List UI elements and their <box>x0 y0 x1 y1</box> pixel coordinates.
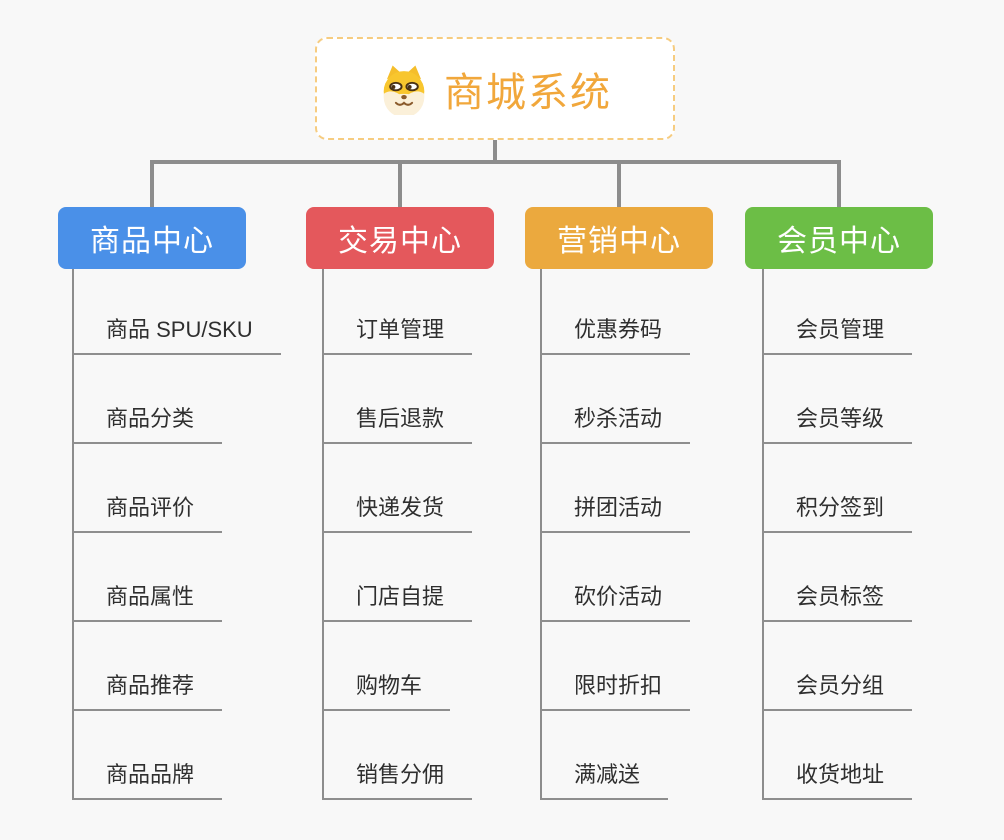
leaf-node[interactable]: 商品品牌 <box>72 759 223 800</box>
leaf-node[interactable]: 优惠券码 <box>540 314 691 355</box>
connector-drop-product <box>150 162 154 208</box>
connector-drop-trade <box>398 162 402 208</box>
leaf-node[interactable]: 秒杀活动 <box>540 403 691 444</box>
leaf-node[interactable]: 售后退款 <box>322 403 473 444</box>
leaf-node[interactable]: 会员等级 <box>762 403 913 444</box>
connector-drop-marketing <box>617 162 621 208</box>
connector-column-trade <box>322 269 324 800</box>
leaf-node[interactable]: 商品 SPU/SKU <box>72 314 281 355</box>
branch-node-marketing-center[interactable]: 营销中心 <box>525 207 713 269</box>
leaf-node[interactable]: 商品推荐 <box>72 670 223 711</box>
leaf-node[interactable]: 会员分组 <box>762 670 913 711</box>
connector-root-stub <box>493 140 497 162</box>
connector-bus <box>150 160 841 164</box>
leaf-node[interactable]: 商品评价 <box>72 492 223 533</box>
leaf-node[interactable]: 满减送 <box>540 759 669 800</box>
leaf-node[interactable]: 销售分佣 <box>322 759 473 800</box>
leaf-node[interactable]: 收货地址 <box>762 759 913 800</box>
root-node-label: 商城系统 <box>444 70 612 115</box>
branch-node-trade-center[interactable]: 交易中心 <box>306 207 494 269</box>
leaf-node[interactable]: 拼团活动 <box>540 492 691 533</box>
leaf-node[interactable]: 快递发货 <box>322 492 473 533</box>
leaf-node[interactable]: 会员管理 <box>762 314 913 355</box>
branch-node-member-center[interactable]: 会员中心 <box>745 207 933 269</box>
leaf-node[interactable]: 限时折扣 <box>540 670 691 711</box>
branch-node-product-center[interactable]: 商品中心 <box>58 207 246 269</box>
leaf-node[interactable]: 商品属性 <box>72 581 223 622</box>
connector-column-product <box>72 269 74 800</box>
leaf-node[interactable]: 商品分类 <box>72 403 223 444</box>
root-node[interactable]: 商城系统 <box>315 37 675 140</box>
connector-column-member <box>762 269 764 800</box>
leaf-node[interactable]: 砍价活动 <box>540 581 691 622</box>
leaf-node[interactable]: 积分签到 <box>762 492 913 533</box>
leaf-node[interactable]: 门店自提 <box>322 581 473 622</box>
connector-drop-member <box>837 162 841 208</box>
leaf-node[interactable]: 订单管理 <box>322 314 473 355</box>
leaf-node[interactable]: 会员标签 <box>762 581 913 622</box>
connector-column-marketing <box>540 269 542 800</box>
shiba-dog-icon <box>378 63 430 115</box>
leaf-node[interactable]: 购物车 <box>322 670 451 711</box>
